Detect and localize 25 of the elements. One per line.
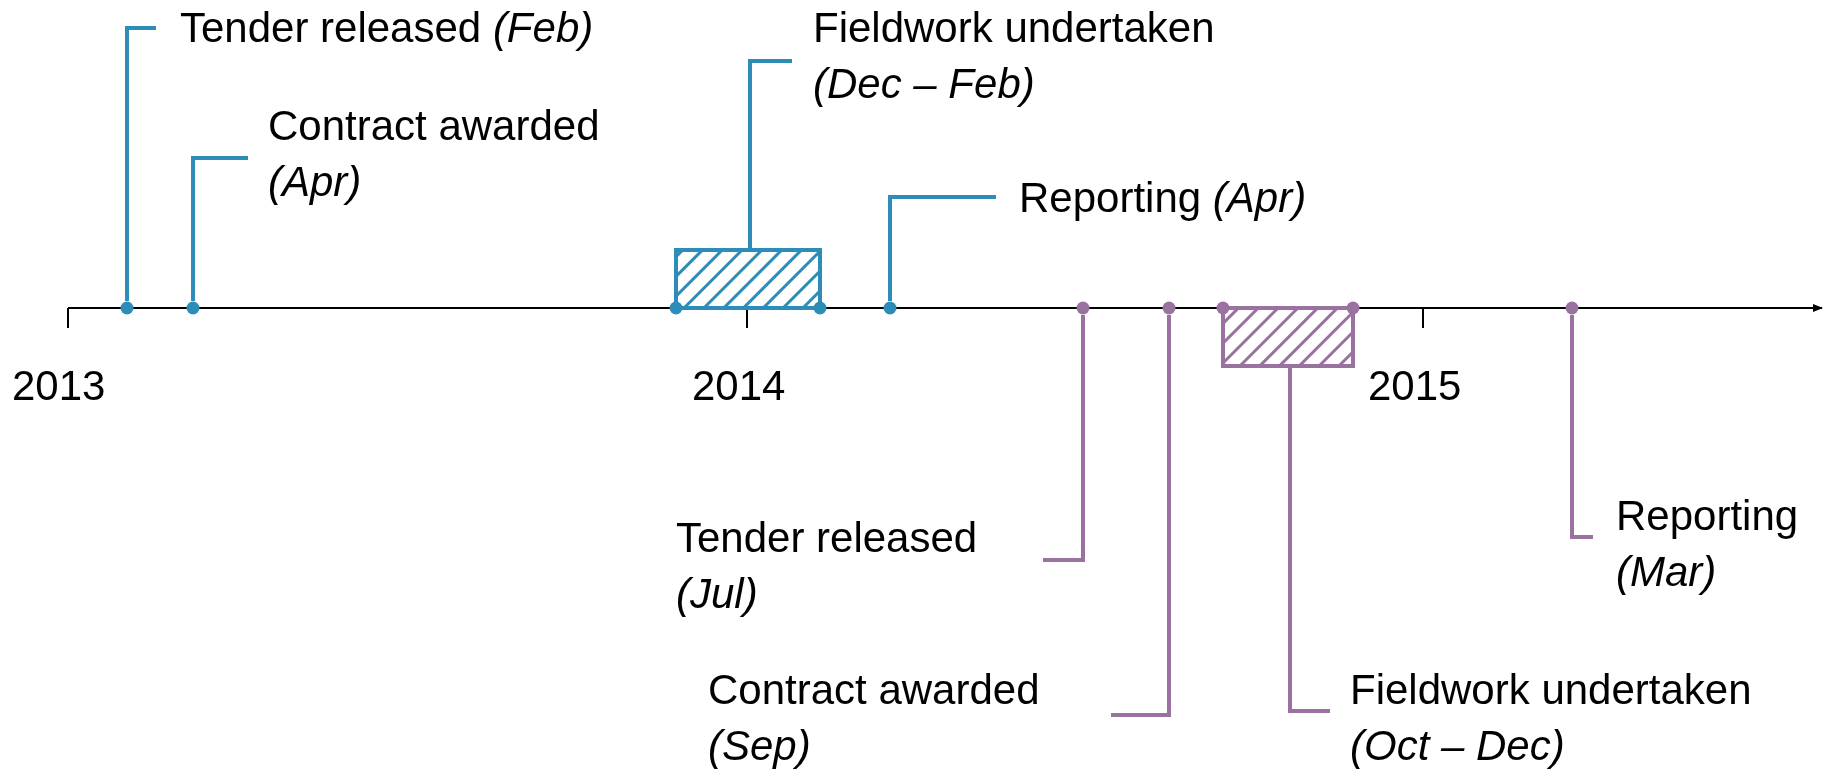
leader-line xyxy=(1111,315,1171,717)
event-label: Reporting (Mar) xyxy=(1616,488,1837,600)
event-dot xyxy=(1076,301,1090,315)
event-label: Contract awarded (Apr) xyxy=(268,98,668,210)
leader-line xyxy=(1570,315,1593,539)
leader-line xyxy=(1043,315,1085,562)
event-dot xyxy=(1565,301,1579,315)
event-label: Contract awarded (Sep) xyxy=(708,662,1098,772)
event-label: Fieldwork undertaken (Oct – Dec) xyxy=(1350,662,1770,772)
leader-line xyxy=(191,156,248,301)
leader-line xyxy=(888,195,996,301)
event-label: Tender released (Jul) xyxy=(676,510,1046,622)
event-dot xyxy=(883,301,897,315)
event-dot xyxy=(186,301,200,315)
event-label: Reporting (Apr) xyxy=(1019,170,1419,226)
leader-line xyxy=(125,26,156,301)
year-label: 2013 xyxy=(12,361,106,411)
event-label: Fieldwork undertaken (Dec – Feb) xyxy=(813,0,1233,112)
year-label: 2014 xyxy=(692,361,786,411)
event-dot xyxy=(120,301,134,315)
event-label: Tender released (Feb) xyxy=(180,0,700,56)
leader-line xyxy=(1288,368,1330,713)
year-label: 2015 xyxy=(1368,361,1462,411)
event-dot xyxy=(1162,301,1176,315)
leader-line xyxy=(748,59,792,248)
